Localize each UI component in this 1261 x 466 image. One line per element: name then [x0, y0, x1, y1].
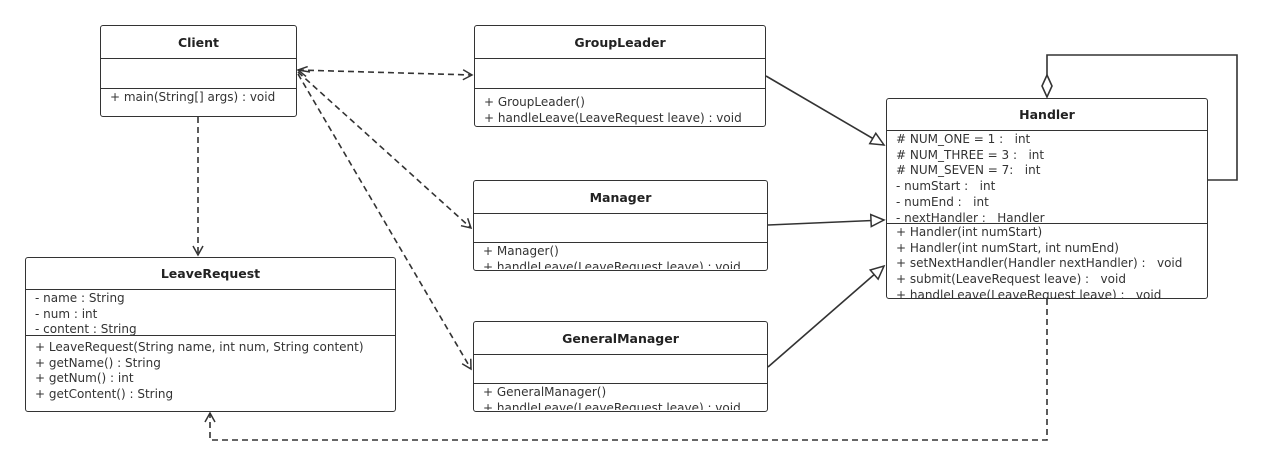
class-generalmanager[interactable]: GeneralManager + GeneralManager() + hand…: [473, 321, 768, 412]
method: + submit(LeaveRequest leave) : void: [896, 272, 1126, 287]
method: + setNextHandler(Handler nextHandler) : …: [896, 256, 1183, 271]
class-client[interactable]: Client + main(String[] args) : void: [100, 25, 297, 117]
attribute: # NUM_ONE = 1 : int: [896, 132, 1031, 146]
attributes: [475, 59, 765, 89]
aggregation-diamond: [1041, 73, 1053, 99]
dep-client-manager: [297, 71, 473, 230]
attribute: - numEnd : int: [896, 194, 989, 209]
class-name: LeaveRequest: [26, 258, 395, 290]
dep-client-generalmanager: [297, 73, 472, 371]
class-name: Client: [101, 26, 296, 59]
class-name: GeneralManager: [474, 322, 767, 355]
class-handler[interactable]: Handler # NUM_ONE = 1 : int # NUM_THREE …: [886, 98, 1208, 299]
attribute: - num : int: [35, 306, 98, 321]
methods: + GeneralManager() + handleLeave(LeaveRe…: [474, 384, 767, 410]
methods: + main(String[] args) : void: [101, 89, 296, 106]
agg-handler-self: [1046, 54, 1238, 181]
dep-handler-leaverequest: [204, 299, 1048, 441]
method: + Manager(): [483, 244, 559, 258]
attribute: # NUM_SEVEN = 7: int: [896, 163, 1041, 178]
method: + Handler(int numStart): [896, 225, 1043, 239]
method: + LeaveRequest(String name, int num, Str…: [35, 340, 364, 354]
attributes: # NUM_ONE = 1 : int # NUM_THREE = 3 : in…: [887, 131, 1207, 224]
method: + getName() : String: [35, 355, 161, 370]
method: + handleLeave(LeaveRequest leave) : void: [483, 259, 741, 269]
attribute: - name : String: [35, 291, 125, 305]
method: + getContent() : String: [35, 387, 174, 402]
methods: + GroupLeader() + handleLeave(LeaveReque…: [475, 89, 765, 126]
attribute: - numStart : int: [896, 179, 996, 194]
methods: + Handler(int numStart) + Handler(int nu…: [887, 224, 1207, 298]
method: + handleLeave(LeaveRequest leave) : void: [483, 400, 741, 410]
method: + GeneralManager(): [483, 385, 607, 399]
class-name: Handler: [887, 99, 1207, 131]
dep-client-groupleader: [297, 69, 474, 81]
attribute: - content : String: [35, 322, 137, 336]
attribute: - nextHandler : Handler: [896, 210, 1045, 224]
class-leaverequest[interactable]: LeaveRequest - name : String - num : int…: [25, 257, 396, 412]
class-groupleader[interactable]: GroupLeader + GroupLeader() + handleLeav…: [474, 25, 766, 127]
gen-generalmanager-handler: [767, 264, 886, 368]
class-manager[interactable]: Manager + Manager() + handleLeave(LeaveR…: [473, 180, 768, 271]
gen-manager-handler: [767, 213, 886, 228]
method: + handleLeave(LeaveRequest leave) : void: [896, 287, 1162, 298]
attributes: [474, 214, 767, 243]
method: + Handler(int numStart, int numEnd): [896, 240, 1119, 255]
attributes: - name : String - num : int - content : …: [26, 290, 395, 336]
attributes: [474, 355, 767, 384]
gen-groupleader-handler: [765, 75, 886, 146]
method: + getNum() : int: [35, 371, 134, 386]
methods: + Manager() + handleLeave(LeaveRequest l…: [474, 243, 767, 269]
method: + GroupLeader(): [484, 95, 585, 109]
method: + handleLeave(LeaveRequest leave) : void: [484, 110, 742, 125]
class-name: GroupLeader: [475, 26, 765, 59]
class-name: Manager: [474, 181, 767, 214]
attributes: [101, 59, 296, 89]
method: + main(String[] args) : void: [110, 90, 276, 104]
attribute: # NUM_THREE = 3 : int: [896, 147, 1045, 162]
methods: + LeaveRequest(String name, int num, Str…: [26, 336, 395, 403]
dep-client-groupleader-tail: [296, 65, 311, 77]
